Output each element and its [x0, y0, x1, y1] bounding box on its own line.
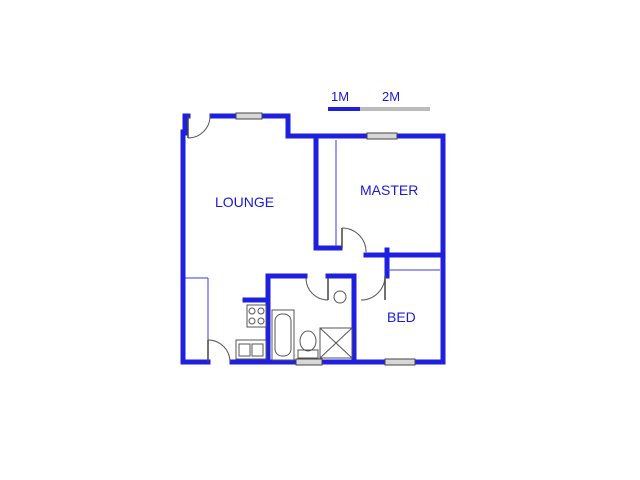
room-label-bed: BED [387, 309, 416, 325]
scale-bar: 1M 2M [328, 89, 430, 111]
stove-icon [246, 304, 267, 328]
window-master [366, 132, 398, 140]
scale-label-1m: 1M [331, 89, 349, 104]
door-bathroom [305, 277, 329, 301]
shower-icon [319, 327, 353, 359]
fixtures [235, 290, 353, 361]
interior-lines [185, 140, 440, 360]
bathtub-icon [271, 309, 295, 361]
window-bed [384, 358, 416, 366]
doors [187, 115, 386, 363]
windows [235, 112, 416, 366]
door-entrance-top [187, 115, 211, 139]
door-master [341, 227, 367, 253]
scale-label-2m: 2M [382, 89, 400, 104]
door-bed [360, 275, 386, 301]
room-label-lounge: LOUNGE [215, 194, 274, 210]
toilet-icon [297, 330, 319, 359]
room-label-master: MASTER [360, 182, 418, 198]
window-bathroom [295, 358, 323, 366]
kitchen-sink-icon [235, 339, 267, 360]
door-entrance-bottom [207, 339, 231, 363]
walls [180, 113, 446, 365]
window-lounge [235, 112, 263, 120]
basin-icon [333, 290, 347, 304]
